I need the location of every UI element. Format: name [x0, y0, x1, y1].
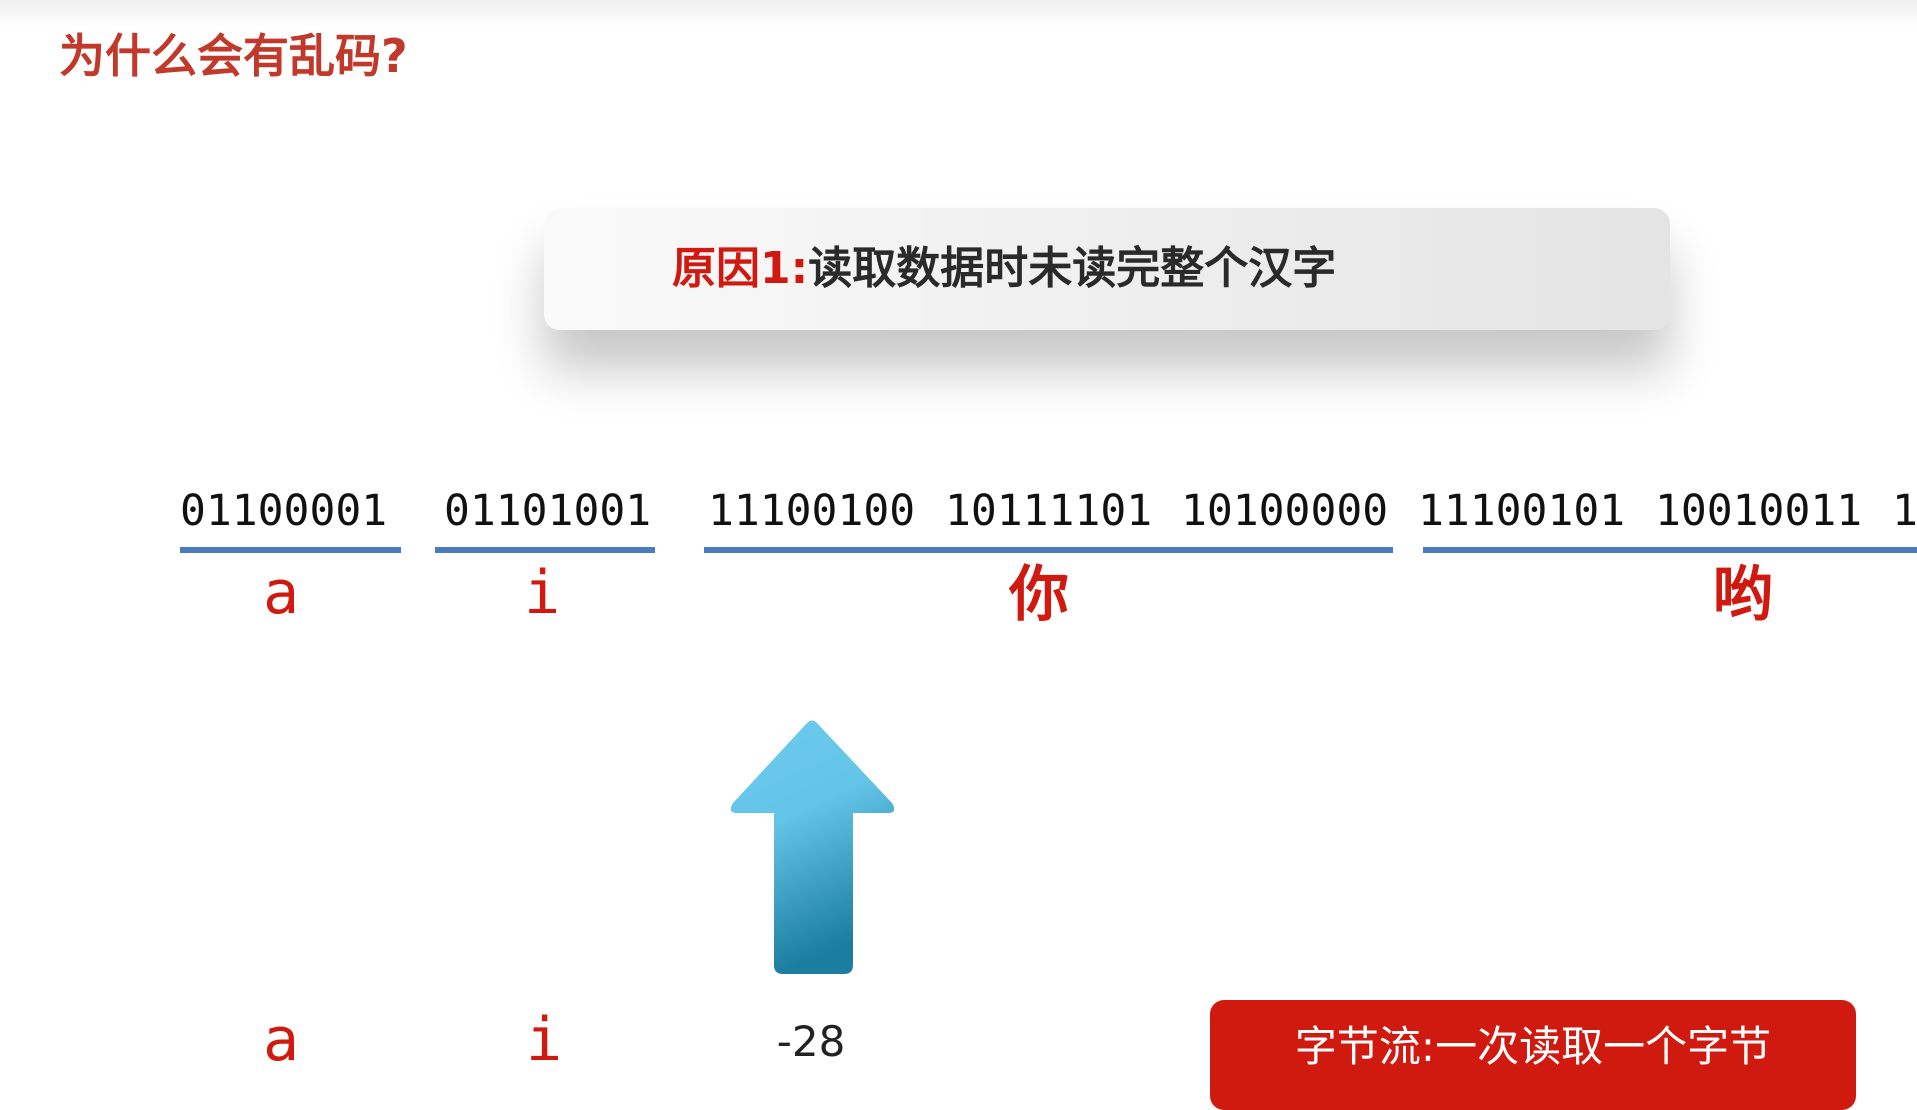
read-result-a: a: [262, 1005, 300, 1075]
top-band: [0, 0, 1917, 28]
up-arrow-icon: [730, 720, 895, 974]
char-label: 哟: [1713, 560, 1773, 630]
byte: 11100100: [708, 486, 916, 536]
byte-stream-note: 字节流:一次读取一个字节: [1210, 1000, 1856, 1110]
byte: 1: [1892, 486, 1917, 536]
byte-group-underline: [180, 547, 401, 553]
byte-group-underline: [1423, 547, 1917, 553]
char-label: 你: [1009, 560, 1069, 630]
reason-text-line: 原因1:读取数据时未读完整个汉字: [672, 208, 1336, 330]
byte: 01101001: [444, 486, 652, 536]
reason-text: 读取数据时未读完整个汉字: [808, 243, 1337, 294]
byte: 01100001: [180, 486, 388, 536]
byte: 11100101: [1418, 486, 1626, 536]
byte: 10010011: [1655, 486, 1863, 536]
byte: 10111101: [945, 486, 1153, 536]
byte-stream-note-text: 字节流:一次读取一个字节: [1294, 1022, 1772, 1071]
read-result-i: i: [525, 1005, 563, 1075]
byte-group-underline: [435, 547, 655, 553]
byte: 10100000: [1181, 486, 1389, 536]
reason-card: 原因1:读取数据时未读完整个汉字: [544, 208, 1670, 330]
char-label: a: [262, 558, 300, 628]
read-result-byte-value: -28: [776, 1017, 846, 1066]
page-title: 为什么会有乱码?: [59, 29, 408, 83]
byte-group-underline: [704, 547, 1393, 553]
reason-label: 原因1:: [672, 243, 809, 294]
char-label: i: [523, 558, 561, 628]
